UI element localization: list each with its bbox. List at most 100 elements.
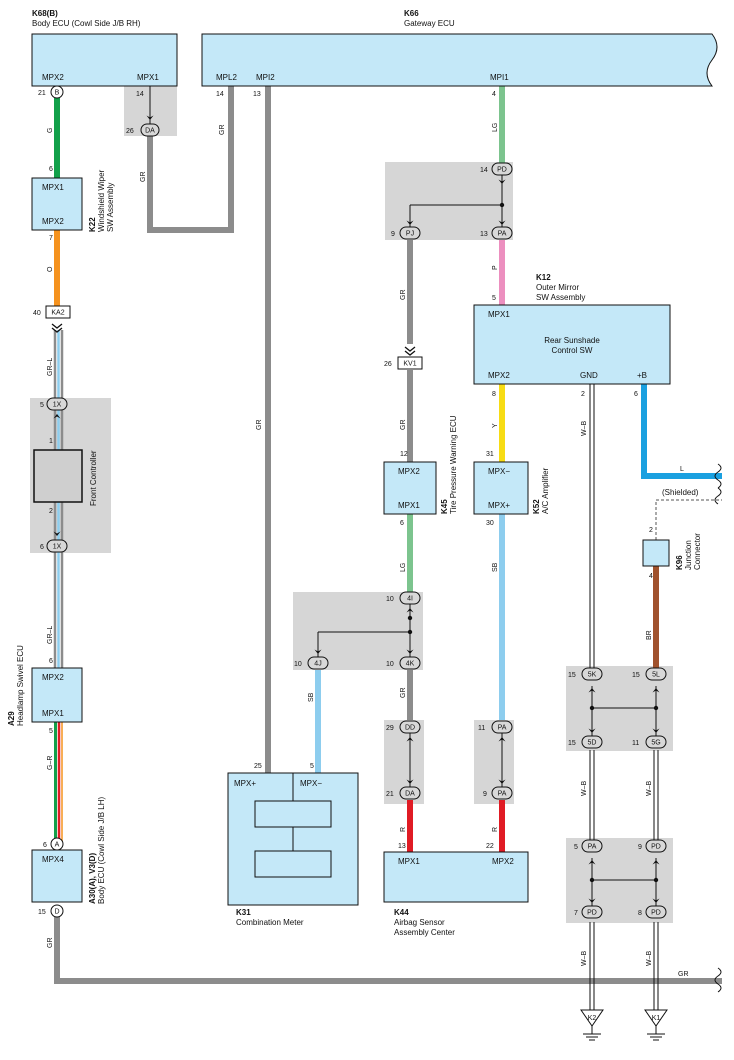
conn-5d: 5D bbox=[588, 740, 597, 747]
pin-number: 31 bbox=[486, 451, 494, 458]
pin-number: 9 bbox=[638, 844, 642, 851]
k45-pin-mpx1: MPX1 bbox=[398, 501, 420, 510]
badge-1x-top bbox=[46, 397, 68, 411]
meter-display-upper bbox=[254, 800, 332, 828]
meter-display-lower bbox=[254, 850, 332, 878]
wire-code-gr: GR bbox=[47, 938, 54, 949]
k68-name: Body ECU (Cowl Side J/B RH) bbox=[32, 19, 141, 28]
a29-pin-mpx1: MPX1 bbox=[42, 709, 64, 718]
badge-pd-bottom2 bbox=[581, 905, 603, 919]
k12-pin-mpx2: MPX2 bbox=[488, 371, 510, 380]
pin-number: 4 bbox=[492, 91, 496, 98]
a29-name: Headlamp Swivel ECU bbox=[16, 645, 25, 726]
conn-pa-mid1: PA bbox=[498, 725, 507, 732]
k44-pin-mpx2: MPX2 bbox=[492, 857, 514, 866]
k96-code: K96 bbox=[675, 555, 684, 570]
pin-number: 11 bbox=[478, 725, 485, 732]
k31-pin-mpx-minus: MPX− bbox=[300, 779, 322, 788]
badge-5d bbox=[581, 735, 603, 749]
pin-number: 21 bbox=[38, 90, 46, 97]
wire-code-lg: LG bbox=[492, 123, 499, 132]
pin-number: 10 bbox=[386, 661, 394, 668]
k12-pin-b: +B bbox=[637, 371, 647, 380]
pin-number: 10 bbox=[386, 596, 394, 603]
wire-code-gr: GR bbox=[256, 420, 263, 431]
wire-grl-lower bbox=[53, 502, 64, 668]
wire-splice-5k bbox=[591, 686, 657, 736]
k68-pin-mpx1: MPX1 bbox=[137, 73, 159, 82]
badge-pd-bottom1 bbox=[645, 839, 667, 853]
k44-pin-mpx1: MPX1 bbox=[398, 857, 420, 866]
pin-number: 29 bbox=[386, 725, 394, 732]
box-a29 bbox=[31, 667, 83, 723]
splice-dots bbox=[407, 202, 659, 883]
pin-number: 26 bbox=[384, 361, 392, 368]
components bbox=[31, 33, 718, 906]
conn-1x-top: 1X bbox=[53, 402, 62, 409]
pin-number: 30 bbox=[486, 520, 494, 527]
conn-4i: 4I bbox=[407, 596, 413, 603]
wire-code-r: R bbox=[492, 827, 499, 832]
pin-number: 5 bbox=[49, 728, 53, 735]
conn-pj: PJ bbox=[406, 231, 414, 238]
wire-code-o: O bbox=[47, 266, 54, 272]
pin-number: 13 bbox=[398, 843, 406, 850]
pin-number: 8 bbox=[638, 910, 642, 917]
badge-5k bbox=[581, 667, 603, 681]
conn-5k: 5K bbox=[588, 672, 597, 679]
pin-number: 5 bbox=[574, 844, 578, 851]
k96-name1: Junction bbox=[684, 540, 693, 570]
pin-number: 5 bbox=[40, 402, 44, 409]
wire-gr-mpl2 bbox=[147, 86, 234, 233]
pin-number: 6 bbox=[400, 520, 404, 527]
pin-number: 13 bbox=[253, 91, 261, 98]
conn-pd-bottom3: PD bbox=[651, 910, 661, 917]
double-arrow-icon bbox=[51, 323, 63, 333]
k52-pin-mpx-minus: MPX− bbox=[488, 467, 510, 476]
conn-ka2: KA2 bbox=[51, 310, 64, 317]
conn-d: D bbox=[54, 909, 59, 916]
wire-code-gr: GR bbox=[219, 125, 226, 136]
pin-number: 26 bbox=[126, 128, 134, 135]
badge-kv1 bbox=[397, 356, 423, 370]
pin-number: 2 bbox=[581, 391, 585, 398]
badge-5g bbox=[645, 735, 667, 749]
pin-number: 9 bbox=[483, 791, 487, 798]
wire-l bbox=[641, 384, 722, 479]
pin-number: 5 bbox=[310, 763, 314, 770]
badge-dd bbox=[399, 720, 421, 734]
box-k44 bbox=[383, 851, 529, 903]
pin-number: 4 bbox=[649, 573, 653, 580]
wire-code-gr-l: GR–L bbox=[47, 358, 54, 376]
k12-name2: SW Assembly bbox=[536, 293, 585, 302]
wire-code-w-b: W–B bbox=[581, 781, 588, 797]
k66-code: K66 bbox=[404, 9, 419, 18]
pin-number: 5 bbox=[492, 295, 496, 302]
badge-pa-mid2 bbox=[491, 786, 513, 800]
badge-5l bbox=[645, 667, 667, 681]
badge-pd-top bbox=[491, 162, 513, 176]
pin-number: 6 bbox=[43, 842, 47, 849]
pin-number: 15 bbox=[568, 740, 576, 747]
k96-shielded: (Shielded) bbox=[662, 488, 699, 497]
k68-pin-mpx2: MPX2 bbox=[42, 73, 64, 82]
wire-code-br: BR bbox=[646, 630, 653, 640]
wire-code-w-b: W–B bbox=[581, 421, 588, 437]
k96-name2: Connector bbox=[693, 533, 702, 570]
badge-pd-bottom3 bbox=[645, 905, 667, 919]
badge-a bbox=[50, 837, 64, 851]
front-controller-name: Front Controller bbox=[89, 450, 98, 506]
wire-code-w-b: W–B bbox=[646, 951, 653, 967]
k52-code: K52 bbox=[532, 499, 541, 514]
badge-1x-bottom bbox=[46, 539, 68, 553]
wire-code-gr-l: GR–L bbox=[47, 626, 54, 644]
k12-pin-gnd: GND bbox=[580, 371, 598, 380]
conn-da-bottom: DA bbox=[405, 791, 415, 798]
k66-name: Gateway ECU bbox=[404, 19, 455, 28]
k22-name1: Windshield Wiper bbox=[97, 169, 106, 232]
box-k52 bbox=[473, 461, 529, 515]
box-k68 bbox=[31, 33, 178, 87]
a30-code: A30(A), V3(D) bbox=[88, 853, 97, 904]
break-marks bbox=[714, 463, 722, 993]
k44-code: K44 bbox=[394, 908, 409, 917]
